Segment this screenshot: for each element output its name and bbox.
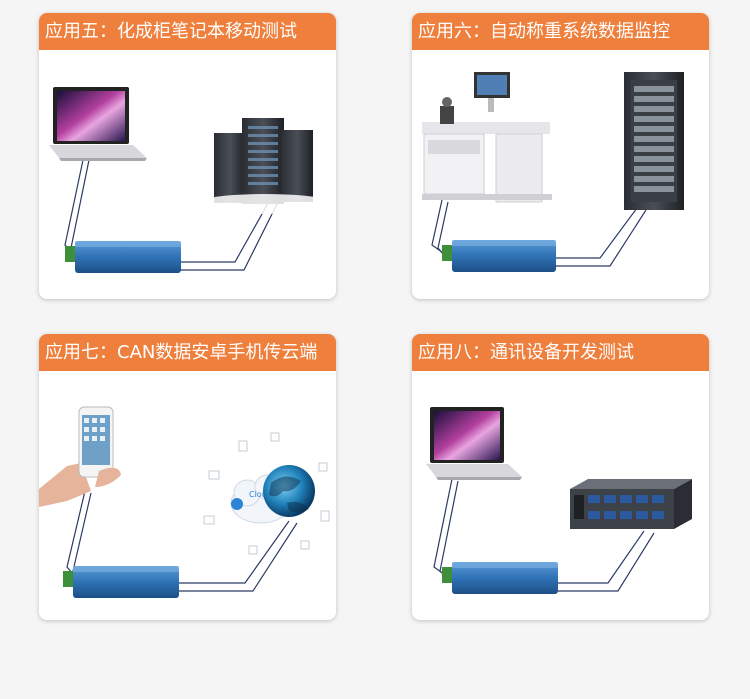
smartphone-icon bbox=[39, 406, 121, 507]
scene-illustration bbox=[49, 87, 335, 273]
can-device-icon bbox=[63, 566, 179, 598]
card-title: 应用五：化成柜笔记本移动测试 bbox=[39, 13, 336, 50]
server-rack-icon bbox=[195, 118, 335, 214]
server-cabinet-icon bbox=[624, 72, 684, 210]
scene-illustration bbox=[422, 72, 684, 272]
scene-illustration: Cloud bbox=[39, 406, 330, 598]
laptop-icon bbox=[426, 407, 522, 480]
application-card-6: 应用六：自动称重系统数据监控 bbox=[412, 13, 709, 299]
card-title: 应用七：CAN数据安卓手机传云端 bbox=[39, 334, 336, 371]
card-title: 应用八：通讯设备开发测试 bbox=[412, 334, 709, 371]
application-card-5: 应用五：化成柜笔记本移动测试 bbox=[39, 13, 336, 299]
cloud-globe-icon: Cloud bbox=[203, 432, 330, 555]
laptop-icon bbox=[49, 87, 147, 161]
cable-lines bbox=[66, 490, 298, 592]
scene-illustration bbox=[426, 407, 692, 594]
application-card-7: 应用七：CAN数据安卓手机传云端 bbox=[39, 334, 336, 620]
card-title: 应用六：自动称重系统数据监控 bbox=[412, 13, 709, 50]
can-device-icon bbox=[442, 562, 558, 594]
cloud-label: Cloud bbox=[249, 490, 272, 499]
application-card-8: 应用八：通讯设备开发测试 bbox=[412, 334, 709, 620]
network-switch-icon bbox=[570, 479, 692, 529]
can-device-icon bbox=[442, 240, 556, 272]
can-device-icon bbox=[65, 241, 181, 273]
lab-workstation-icon bbox=[422, 72, 552, 203]
